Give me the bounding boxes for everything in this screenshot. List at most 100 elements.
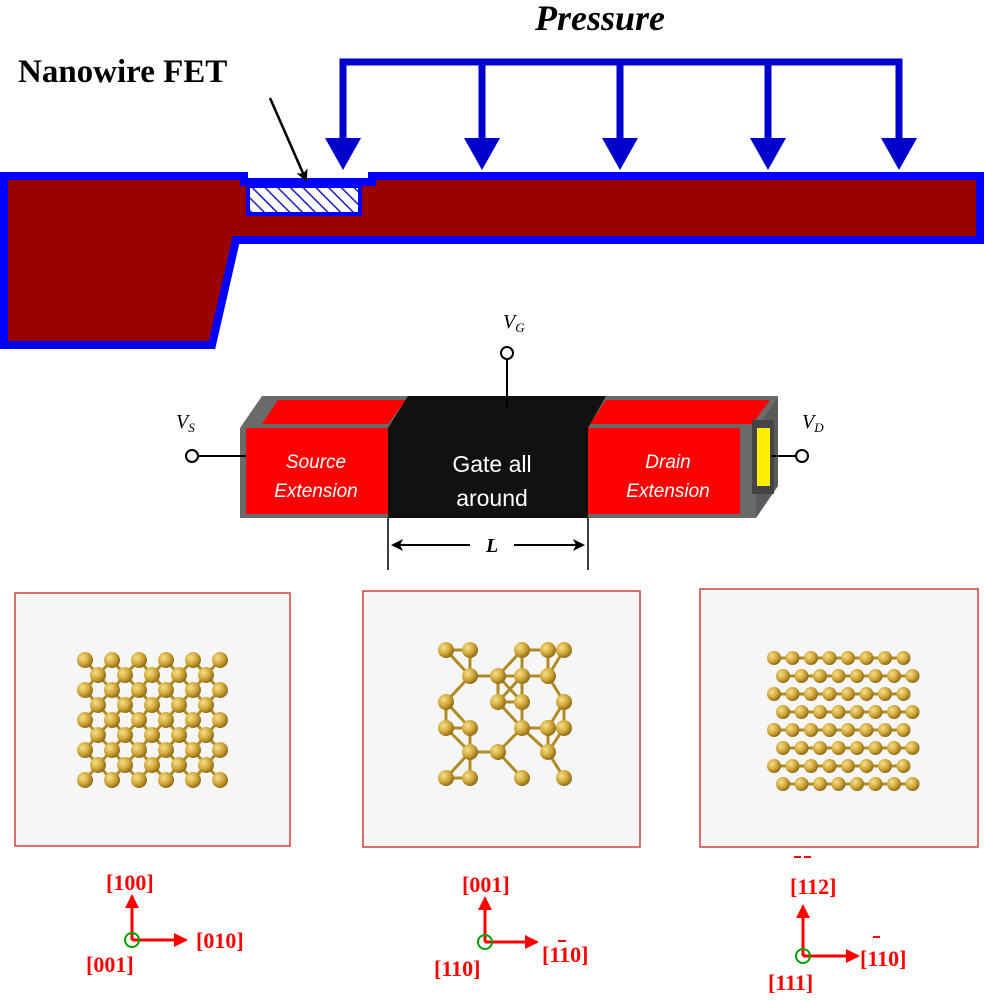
lattice-atom bbox=[158, 652, 174, 668]
axis-origin-label: [110] bbox=[434, 956, 480, 981]
lattice-atom bbox=[185, 682, 201, 698]
lattice-atom bbox=[896, 723, 911, 737]
axes-111: [112] [110] [111] bbox=[768, 856, 906, 995]
lattice-atom bbox=[104, 742, 120, 758]
lattice-atom bbox=[490, 744, 506, 760]
lattice-atom bbox=[868, 705, 883, 719]
lattice-atom bbox=[117, 697, 133, 713]
lattice-atom bbox=[185, 772, 201, 788]
lattice-atom bbox=[144, 667, 160, 683]
lattice-atom bbox=[117, 757, 133, 773]
gate-terminal bbox=[500, 346, 514, 360]
pressure-arrowhead bbox=[325, 138, 361, 170]
drain-top bbox=[590, 400, 770, 424]
source-label-line2: Extension bbox=[274, 481, 357, 502]
lattice-atom bbox=[438, 642, 454, 658]
lattice-atom bbox=[117, 727, 133, 743]
drain-voltage-label: VD bbox=[802, 411, 824, 435]
lattice-atom bbox=[77, 652, 93, 668]
lattice-atom bbox=[90, 667, 106, 683]
lattice-atom bbox=[776, 777, 790, 791]
lattice-atom bbox=[841, 723, 855, 737]
lattice-atom bbox=[212, 682, 228, 698]
lattice-atom bbox=[831, 669, 846, 683]
lattice-atom bbox=[905, 741, 920, 755]
lattice-atom bbox=[905, 669, 920, 683]
lattice-atom bbox=[438, 694, 454, 710]
panel-100 bbox=[14, 592, 291, 847]
lattice-atom bbox=[878, 687, 892, 701]
lattice-atom bbox=[438, 720, 454, 736]
lattice-atom bbox=[813, 669, 827, 683]
lattice-atom bbox=[794, 777, 809, 791]
lattice-atom bbox=[822, 687, 837, 701]
lattice-atom bbox=[859, 723, 874, 737]
lattice-atom bbox=[556, 770, 572, 786]
pressure-arrowhead bbox=[750, 138, 786, 170]
lattice-atom bbox=[841, 687, 855, 701]
lattice-atom bbox=[90, 727, 106, 743]
lattice-atom bbox=[767, 651, 781, 665]
lattice-atom bbox=[144, 727, 160, 743]
cross-section-panels bbox=[14, 588, 979, 848]
axis-up-label: [100] bbox=[106, 870, 154, 895]
lattice-atom bbox=[212, 742, 228, 758]
gate-label-line1: Gate all bbox=[452, 451, 531, 477]
lattice-atom bbox=[490, 668, 506, 684]
lattice-atom bbox=[438, 770, 454, 786]
gate-voltage-label: VG bbox=[503, 311, 525, 335]
lattice-atom bbox=[905, 777, 920, 791]
lattice-atom bbox=[868, 741, 883, 755]
gaa-device: Source Extension Gate all around Drain E… bbox=[176, 311, 824, 570]
axis-origin-label: [001] bbox=[86, 952, 134, 977]
lattice-atom bbox=[767, 723, 781, 737]
lattice-atom bbox=[514, 642, 530, 658]
lattice-atom bbox=[896, 651, 911, 665]
lattice-atom bbox=[462, 668, 478, 684]
pressure-arrowhead bbox=[464, 138, 500, 170]
lattice-atom bbox=[212, 712, 228, 728]
lattice-atom bbox=[776, 741, 790, 755]
lattice-atom bbox=[158, 772, 174, 788]
lattice-atom bbox=[896, 687, 911, 701]
lattice-atom bbox=[131, 682, 147, 698]
length-label: L bbox=[485, 535, 498, 557]
cantilever-section: Pressure Nanowire FET bbox=[0, 0, 984, 349]
lattice-atom bbox=[776, 705, 790, 719]
lattice-atom bbox=[185, 742, 201, 758]
lattice-atom bbox=[77, 742, 93, 758]
lattice-atom bbox=[831, 777, 846, 791]
fet-pointer-arrow bbox=[268, 97, 308, 182]
lattice-atom bbox=[104, 652, 120, 668]
lattice-atom bbox=[131, 652, 147, 668]
lattice-atom bbox=[878, 651, 892, 665]
lattice-111 bbox=[767, 651, 920, 791]
lattice-atom bbox=[462, 744, 478, 760]
lattice-atom bbox=[212, 772, 228, 788]
lattice-atom bbox=[859, 759, 874, 773]
nanowire-fet-label: Nanowire FET bbox=[18, 54, 227, 90]
axis-origin-circle bbox=[795, 948, 811, 964]
axis-origin-circle bbox=[477, 934, 493, 950]
lattice-atom bbox=[850, 741, 864, 755]
lattice-atom bbox=[887, 669, 901, 683]
lattice-100 bbox=[77, 652, 228, 788]
pressure-arrowhead bbox=[881, 138, 917, 170]
nanowire-fet-element bbox=[246, 184, 362, 216]
lattice-atom bbox=[158, 742, 174, 758]
lattice-atom bbox=[767, 687, 781, 701]
gate-region bbox=[388, 428, 588, 518]
lattice-atom bbox=[540, 668, 556, 684]
lattice-atom bbox=[785, 723, 800, 737]
lattice-atom bbox=[841, 759, 855, 773]
axes-110: [001] [110] [110] bbox=[434, 872, 588, 981]
lattice-atom bbox=[813, 705, 827, 719]
lattice-atom bbox=[859, 687, 874, 701]
lattice-atom bbox=[887, 741, 901, 755]
lattice-atom bbox=[462, 720, 478, 736]
axis-up-label: [001] bbox=[462, 872, 510, 897]
pressure-arrows bbox=[339, 58, 903, 140]
axis-origin-circle bbox=[124, 932, 140, 948]
lattice-atom bbox=[850, 777, 864, 791]
lattice-atom bbox=[90, 697, 106, 713]
